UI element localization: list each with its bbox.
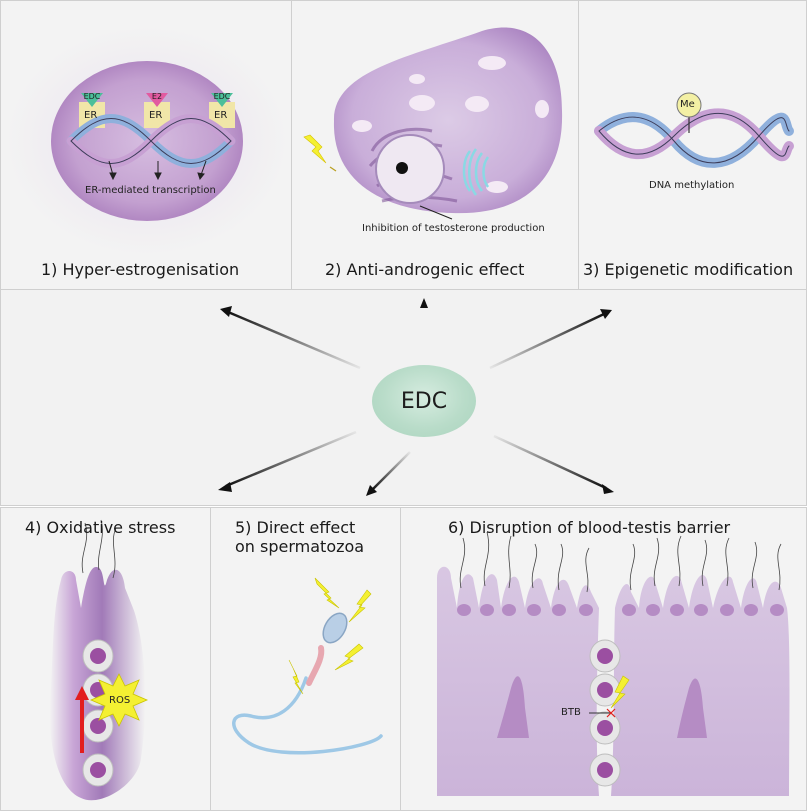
methyl-label: Me xyxy=(680,99,695,110)
er-label-left: ER xyxy=(84,110,98,121)
panel-2-caption: Inhibition of testosterone production xyxy=(362,223,545,234)
sertoli-nucleus-left xyxy=(497,676,529,738)
sperm-head xyxy=(322,612,348,644)
nucleolus xyxy=(396,162,408,174)
edc-label-left: EDC xyxy=(83,92,101,101)
arrow-to-panel-3 xyxy=(489,312,605,370)
panel-1-caption: ER-mediated transcription xyxy=(85,185,216,196)
lightning-bolt-icon xyxy=(303,134,327,164)
dna-helix xyxy=(66,114,236,168)
increase-arrow-icon xyxy=(75,686,89,753)
sertoli-cell-right xyxy=(611,575,790,796)
germ-cells xyxy=(82,639,114,787)
golgi-apparatus xyxy=(462,148,490,196)
transcription-arrows xyxy=(108,160,207,181)
sertoli-cell-illustration xyxy=(49,519,149,801)
lightning-bolt-icon xyxy=(610,675,630,709)
sperm-tails xyxy=(459,531,782,593)
spermatogonia-column xyxy=(589,639,621,787)
panel-3-caption: DNA methylation xyxy=(649,180,735,191)
panel-3-title: 3) Epigenetic modification xyxy=(583,260,794,279)
lightning-bolt-icon xyxy=(288,659,304,695)
edc-hub: EDC xyxy=(372,365,476,437)
sperm-midpiece xyxy=(306,645,325,686)
barrier-break-icon xyxy=(606,708,616,718)
lightning-bolt-icons xyxy=(288,577,372,695)
er-label-middle: ER xyxy=(149,110,163,121)
sertoli-nucleus-right xyxy=(677,678,707,738)
arrow-to-panel-4 xyxy=(225,430,357,488)
leydig-cell-illustration xyxy=(303,27,563,220)
germ-nuclei xyxy=(457,604,784,616)
panel-6-title: 6) Disruption of blood-testis barrier xyxy=(448,518,731,537)
panel-5-title-line-1: 5) Direct effect xyxy=(235,518,356,537)
panel-blood-testis-barrier: BTB 6) Disruption of blood-testis barrie… xyxy=(400,507,807,811)
spermatozoon-illustration xyxy=(232,577,383,755)
edc-label-right: EDC xyxy=(213,92,231,101)
e2-ligand xyxy=(146,93,168,107)
dna-methylation-illustration xyxy=(594,92,794,168)
seminiferous-epithelium-illustration xyxy=(437,531,790,796)
panel-oxidative-stress: ROS 4) Oxidative stress xyxy=(0,507,212,811)
panel-spermatozoa: 5) Direct effect on spermatozoa xyxy=(210,507,402,811)
sperm-tails xyxy=(81,519,117,579)
methyl-group-icon xyxy=(676,92,702,118)
lightning-bolt-icon xyxy=(314,577,340,609)
btb-label: BTB xyxy=(561,707,581,718)
er-label-right: ER xyxy=(214,110,228,121)
arrow-to-panel-5 xyxy=(371,451,411,491)
cell-nucleus-illustration xyxy=(7,27,287,255)
panel-anti-androgenic: Inhibition of testosterone production 2)… xyxy=(291,0,580,290)
dna-helix xyxy=(594,108,794,168)
panel-2-title: 2) Anti-androgenic effect xyxy=(325,260,525,279)
lightning-bolt-icon xyxy=(334,643,364,671)
ros-burst-icon xyxy=(89,673,149,727)
nucleus xyxy=(375,134,445,204)
lightning-bolt-icon xyxy=(348,589,372,623)
edc-ligand-right xyxy=(211,93,233,107)
arrow-to-panel-6 xyxy=(493,434,607,490)
panel-epigenetic: Me DNA methylation 3) Epigenetic modific… xyxy=(578,0,807,290)
ros-label: ROS xyxy=(109,695,131,706)
panel-hyper-estrogenisation: EDC E2 EDC ER ER ER ER-mediated transcri… xyxy=(0,0,293,290)
panel-4-title: 4) Oxidative stress xyxy=(25,518,176,537)
panel-1-title: 1) Hyper-estrogenisation xyxy=(41,260,240,279)
e2-label: E2 xyxy=(151,92,163,101)
arrow-to-panel-1 xyxy=(227,310,361,370)
panel-5-title-line-2: on spermatozoa xyxy=(235,537,365,556)
edc-ligand-left xyxy=(81,93,103,107)
